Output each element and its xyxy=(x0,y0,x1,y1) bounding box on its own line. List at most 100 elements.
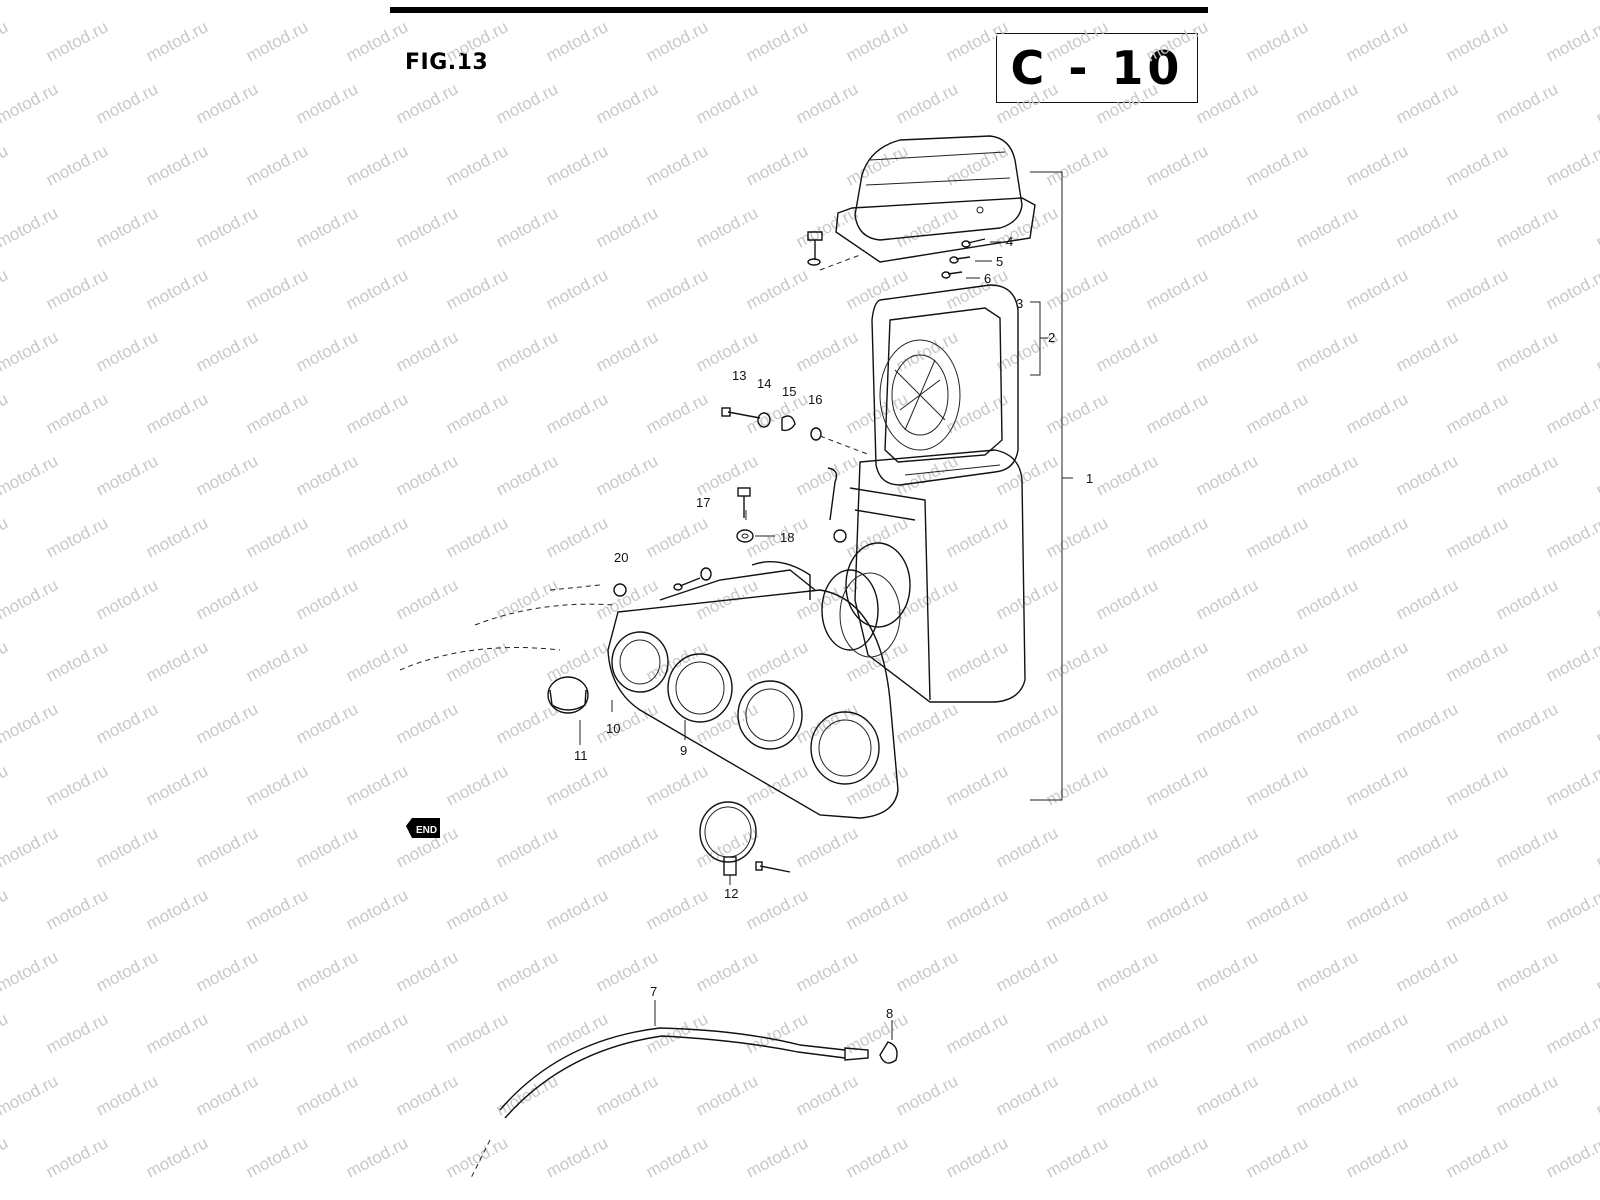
watermark-text: motod.ru xyxy=(893,1071,961,1119)
watermark-text: motod.ru xyxy=(1593,1071,1600,1119)
watermark-text: motod.ru xyxy=(793,1071,861,1119)
watermark-text: motod.ru xyxy=(343,389,411,437)
watermark-text: motod.ru xyxy=(193,947,261,995)
watermark-text: motod.ru xyxy=(0,885,11,933)
watermark-text: motod.ru xyxy=(693,203,761,251)
watermark-text: motod.ru xyxy=(1093,327,1161,375)
watermark-text: motod.ru xyxy=(943,17,1011,65)
watermark-text: motod.ru xyxy=(1393,1071,1461,1119)
watermark-text: motod.ru xyxy=(1593,947,1600,995)
watermark-text: motod.ru xyxy=(993,575,1061,623)
watermark-text: motod.ru xyxy=(1493,1071,1561,1119)
watermark-text: motod.ru xyxy=(1293,947,1361,995)
watermark-text: motod.ru xyxy=(543,885,611,933)
watermark-text: motod.ru xyxy=(293,823,361,871)
watermark-text: motod.ru xyxy=(493,699,561,747)
watermark-text: motod.ru xyxy=(293,79,361,127)
watermark-text: motod.ru xyxy=(993,699,1061,747)
watermark-text: motod.ru xyxy=(43,637,111,685)
watermark-text: motod.ru xyxy=(1243,513,1311,561)
watermark-text: motod.ru xyxy=(243,17,311,65)
watermark-text: motod.ru xyxy=(243,389,311,437)
end-badge-text: END xyxy=(416,825,437,836)
callout-3: 3 xyxy=(1016,296,1023,311)
small-fasteners-4-5-6 xyxy=(941,238,986,279)
watermark-text: motod.ru xyxy=(143,1009,211,1057)
watermark-text: motod.ru xyxy=(1043,1133,1111,1181)
callout-12: 12 xyxy=(724,886,738,901)
watermark-text: motod.ru xyxy=(1443,1133,1511,1181)
watermark-text: motod.ru xyxy=(443,17,511,65)
watermark-text: motod.ru xyxy=(643,265,711,313)
callout-18: 18 xyxy=(780,530,794,545)
callout-4: 4 xyxy=(1006,234,1013,249)
watermark-text: motod.ru xyxy=(1343,761,1411,809)
watermark-text: motod.ru xyxy=(843,885,911,933)
breather-clip xyxy=(827,467,847,543)
watermark-text: motod.ru xyxy=(1493,451,1561,499)
watermark-text: motod.ru xyxy=(893,0,961,4)
watermark-text: motod.ru xyxy=(0,823,61,871)
watermark-text: motod.ru xyxy=(1143,1009,1211,1057)
watermark-text: motod.ru xyxy=(943,761,1011,809)
watermark-text: motod.ru xyxy=(393,0,461,4)
watermark-text: motod.ru xyxy=(1243,389,1311,437)
page-code-box: C - 10 xyxy=(996,33,1198,103)
watermark-text: motod.ru xyxy=(1543,389,1600,437)
watermark-text: motod.ru xyxy=(1443,265,1511,313)
watermark-text: motod.ru xyxy=(1393,823,1461,871)
watermark-text: motod.ru xyxy=(793,699,861,747)
watermark-text: motod.ru xyxy=(0,699,61,747)
watermark-text: motod.ru xyxy=(1493,575,1561,623)
watermark-text: motod.ru xyxy=(1043,513,1111,561)
watermark-text: motod.ru xyxy=(793,823,861,871)
watermark-text: motod.ru xyxy=(643,1009,711,1057)
watermark-text: motod.ru xyxy=(243,761,311,809)
watermark-text: motod.ru xyxy=(393,699,461,747)
watermark-text: motod.ru xyxy=(543,141,611,189)
watermark-text: motod.ru xyxy=(943,637,1011,685)
watermark-text: motod.ru xyxy=(43,761,111,809)
watermark-text: motod.ru xyxy=(1393,203,1461,251)
watermark-text: motod.ru xyxy=(293,327,361,375)
watermark-text: motod.ru xyxy=(93,699,161,747)
watermark-text: motod.ru xyxy=(393,947,461,995)
watermark-text: motod.ru xyxy=(193,1071,261,1119)
watermark-text: motod.ru xyxy=(1143,637,1211,685)
watermark-text: motod.ru xyxy=(343,265,411,313)
watermark-text: motod.ru xyxy=(1393,79,1461,127)
watermark-text: motod.ru xyxy=(43,513,111,561)
watermark-text: motod.ru xyxy=(293,699,361,747)
watermark-text: motod.ru xyxy=(93,823,161,871)
watermark-text: motod.ru xyxy=(743,1009,811,1057)
watermark-text: motod.ru xyxy=(493,0,561,4)
watermark-text: motod.ru xyxy=(1593,327,1600,375)
callout-1: 1 xyxy=(1086,471,1093,486)
filter-element-frame xyxy=(871,284,1019,486)
watermark-text: motod.ru xyxy=(0,1071,61,1119)
bolt-19 xyxy=(613,567,712,597)
watermark-text: motod.ru xyxy=(1193,203,1261,251)
watermark-text: motod.ru xyxy=(1143,1133,1211,1181)
watermark-text: motod.ru xyxy=(143,761,211,809)
watermark-text: motod.ru xyxy=(0,17,11,65)
watermark-text: motod.ru xyxy=(643,17,711,65)
watermark-text: motod.ru xyxy=(843,17,911,65)
watermark-text: motod.ru xyxy=(1343,513,1411,561)
watermark-text: motod.ru xyxy=(1143,761,1211,809)
watermark-text: motod.ru xyxy=(1243,17,1311,65)
watermark-text: motod.ru xyxy=(1293,79,1361,127)
watermark-text: motod.ru xyxy=(393,203,461,251)
watermark-text: motod.ru xyxy=(593,1071,661,1119)
watermark-text: motod.ru xyxy=(1043,637,1111,685)
watermark-text: motod.ru xyxy=(1543,141,1600,189)
bolt-17-washer-18 xyxy=(736,487,754,543)
watermark-text: motod.ru xyxy=(1543,637,1600,685)
watermark-text: motod.ru xyxy=(0,451,61,499)
watermark-text: motod.ru xyxy=(993,0,1061,4)
watermark-text: motod.ru xyxy=(1293,203,1361,251)
watermark-text: motod.ru xyxy=(443,513,511,561)
watermark-text: motod.ru xyxy=(543,17,611,65)
watermark-text: motod.ru xyxy=(0,389,11,437)
watermark-text: motod.ru xyxy=(1443,389,1511,437)
